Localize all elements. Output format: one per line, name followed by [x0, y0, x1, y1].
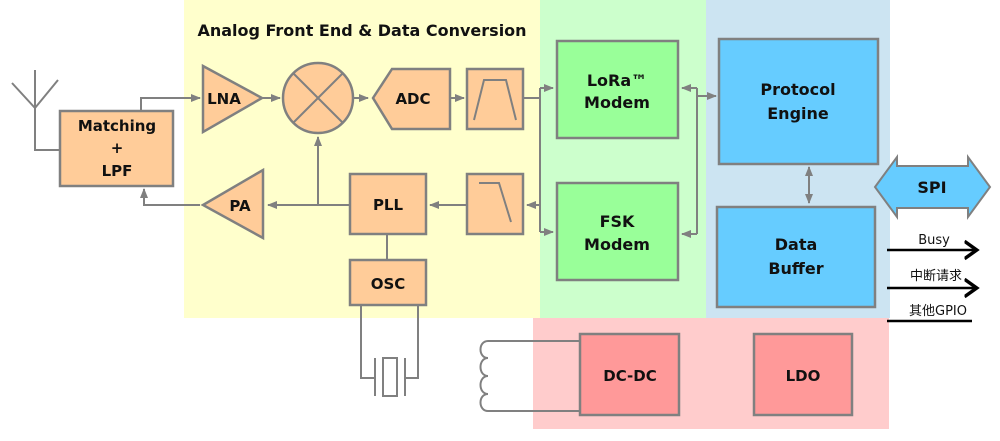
pll-block: PLL	[348, 172, 428, 236]
svg-text:Engine: Engine	[767, 104, 829, 123]
pa-block: PA	[200, 167, 265, 241]
svg-text:ADC: ADC	[395, 90, 430, 108]
svg-text:OSC: OSC	[371, 275, 406, 293]
lowpass-filter-block	[465, 172, 525, 236]
svg-text:LDO: LDO	[786, 367, 821, 385]
svg-text:PLL: PLL	[373, 196, 404, 214]
data-buffer-block: Data Buffer	[715, 205, 877, 309]
region-title: Analog Front End & Data Conversion	[197, 21, 526, 40]
svg-text:Matching: Matching	[78, 117, 156, 135]
mixer-block	[281, 61, 355, 135]
fsk-modem-block: FSK Modem	[555, 181, 680, 282]
svg-text:DC-DC: DC-DC	[603, 367, 657, 385]
signal-busy: Busy	[887, 233, 975, 250]
svg-text:PA: PA	[229, 197, 251, 215]
svg-text:Modem: Modem	[584, 93, 650, 112]
lora-modem-block: LoRa™ Modem	[555, 39, 680, 140]
svg-text:LNA: LNA	[207, 90, 241, 108]
svg-text:SPI: SPI	[917, 178, 946, 197]
spi-interface-arrow: SPI	[873, 153, 992, 221]
svg-text:LPF: LPF	[102, 162, 133, 180]
svg-text:+: +	[111, 139, 124, 157]
signal-other-gpio: 其他GPIO	[887, 304, 972, 323]
svg-text:Buffer: Buffer	[768, 259, 823, 278]
crystal-icon	[360, 305, 419, 397]
svg-text:LoRa™: LoRa™	[587, 71, 647, 90]
protocol-engine-block: Protocol Engine	[717, 37, 880, 166]
signal-interrupt-request: 中断请求	[887, 269, 975, 288]
matching-lpf-block: Matching + LPF	[58, 109, 175, 188]
svg-text:Modem: Modem	[584, 235, 650, 254]
ldo-block: LDO	[752, 332, 854, 417]
bandpass-filter-block	[465, 67, 525, 131]
lna-block: LNA	[201, 63, 265, 135]
svg-text:Protocol: Protocol	[760, 80, 835, 99]
antenna-icon	[11, 70, 60, 151]
dcdc-block: DC-DC	[578, 332, 681, 417]
adc-block: ADC	[371, 67, 452, 131]
osc-block: OSC	[348, 258, 428, 307]
svg-text:Data: Data	[775, 235, 818, 254]
svg-text:FSK: FSK	[600, 212, 635, 231]
svg-text:Busy: Busy	[918, 233, 950, 248]
svg-text:其他GPIO: 其他GPIO	[909, 304, 967, 319]
inductor-icon	[479, 340, 580, 412]
svg-text:中断请求: 中断请求	[910, 269, 962, 284]
